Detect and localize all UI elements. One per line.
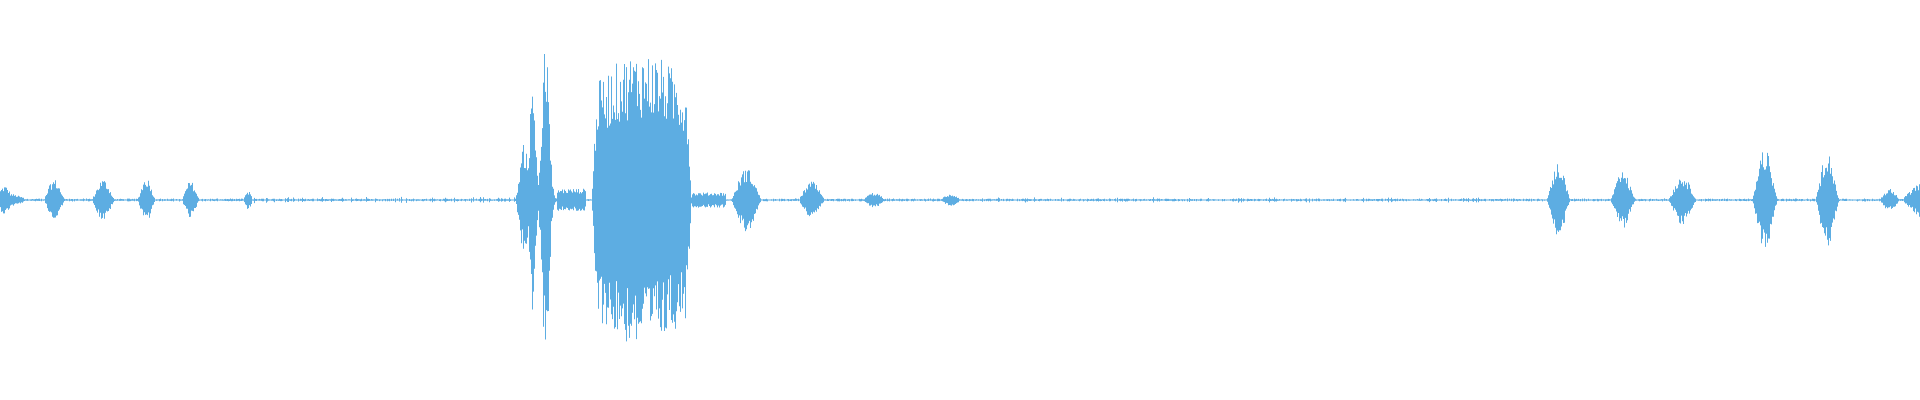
waveform-samples	[0, 54, 1920, 342]
waveform-path	[0, 54, 1920, 342]
